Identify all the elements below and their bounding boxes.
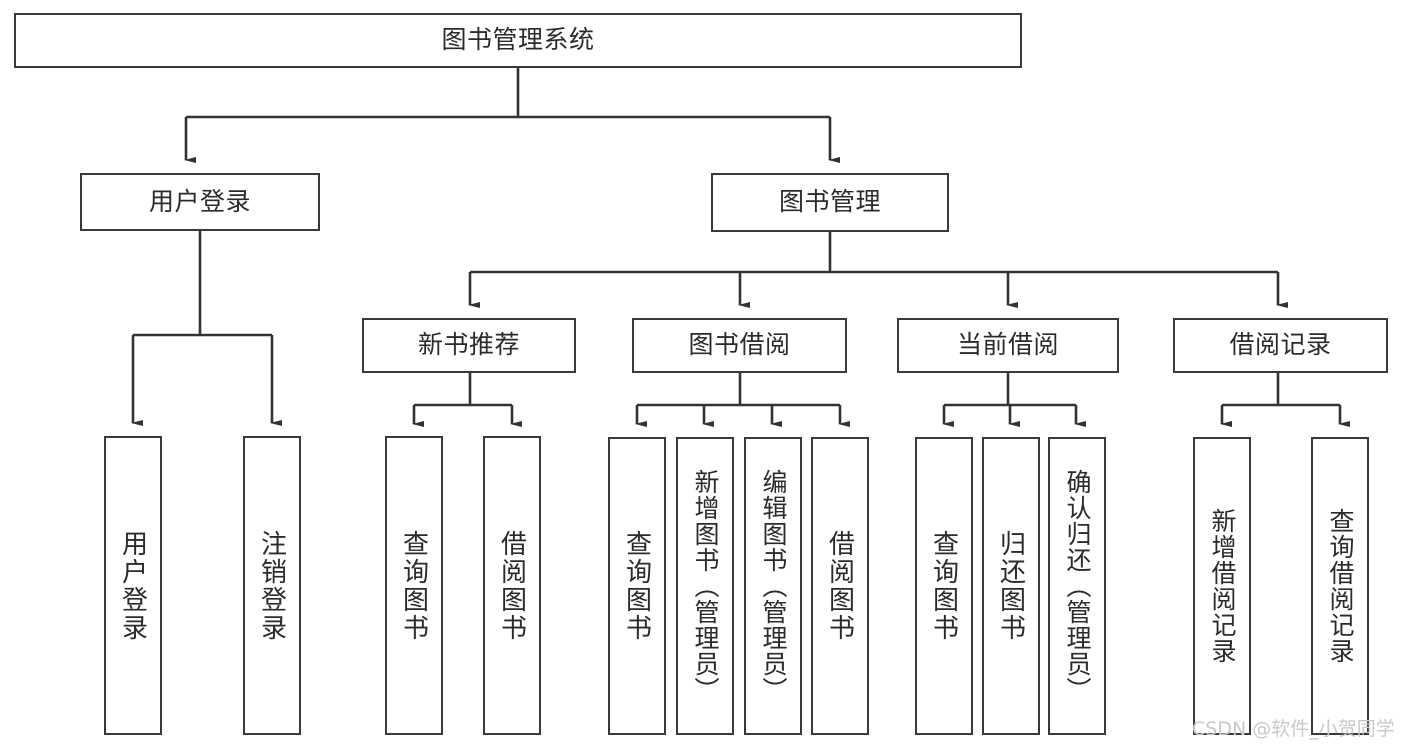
node-label: 新增借阅记录 bbox=[1208, 508, 1236, 664]
leaf-query-book-recommend[interactable]: 查询图书 bbox=[385, 436, 443, 735]
node-label: 借阅记录 bbox=[1229, 331, 1332, 359]
leaf-confirm-return-admin[interactable]: 确认归还（管理员） bbox=[1048, 437, 1106, 735]
node-book-borrow[interactable]: 图书借阅 bbox=[632, 318, 847, 373]
node-label: 图书管理系统 bbox=[441, 26, 595, 54]
node-root-system[interactable]: 图书管理系统 bbox=[14, 13, 1022, 68]
node-label: 新增图书（管理员） bbox=[691, 469, 719, 703]
node-user-login[interactable]: 用户登录 bbox=[80, 173, 320, 231]
node-label: 图书管理 bbox=[778, 188, 881, 216]
node-label: 查询图书 bbox=[929, 530, 960, 642]
node-label: 查询图书 bbox=[622, 530, 653, 642]
leaf-user-login[interactable]: 用户登录 bbox=[104, 436, 162, 735]
csdn-watermark: CSDN @软件_小贺同学 bbox=[1192, 718, 1395, 740]
leaf-query-book-current[interactable]: 查询图书 bbox=[915, 437, 973, 735]
node-label: 新书推荐 bbox=[417, 331, 520, 359]
node-label: 归还图书 bbox=[996, 530, 1027, 642]
node-label: 图书借阅 bbox=[688, 331, 791, 359]
node-book-management[interactable]: 图书管理 bbox=[711, 173, 949, 232]
leaf-query-book-borrow[interactable]: 查询图书 bbox=[608, 437, 666, 735]
node-label: 查询图书 bbox=[399, 529, 430, 642]
node-label: 编辑图书（管理员） bbox=[759, 469, 787, 703]
leaf-borrow-book-recommend[interactable]: 借阅图书 bbox=[483, 436, 541, 735]
node-label: 注销登录 bbox=[257, 529, 288, 642]
node-new-book-recommend[interactable]: 新书推荐 bbox=[362, 318, 576, 373]
node-label: 查询借阅记录 bbox=[1326, 508, 1354, 664]
node-label: 当前借阅 bbox=[956, 331, 1059, 359]
leaf-query-borrow-record[interactable]: 查询借阅记录 bbox=[1311, 437, 1369, 735]
leaf-add-book-admin[interactable]: 新增图书（管理员） bbox=[676, 437, 734, 735]
leaf-edit-book-admin[interactable]: 编辑图书（管理员） bbox=[744, 437, 802, 735]
node-current-borrow[interactable]: 当前借阅 bbox=[897, 318, 1119, 373]
leaf-borrow-book[interactable]: 借阅图书 bbox=[811, 437, 869, 735]
node-label: 借阅图书 bbox=[497, 529, 528, 642]
node-label: 借阅图书 bbox=[825, 530, 856, 642]
leaf-logout-login[interactable]: 注销登录 bbox=[243, 436, 301, 735]
node-label: 用户登录 bbox=[148, 187, 251, 216]
leaf-return-book[interactable]: 归还图书 bbox=[982, 437, 1040, 735]
node-label: 用户登录 bbox=[118, 529, 149, 642]
leaf-add-borrow-record[interactable]: 新增借阅记录 bbox=[1193, 437, 1251, 735]
node-borrow-records[interactable]: 借阅记录 bbox=[1173, 318, 1388, 373]
node-label: 确认归还（管理员） bbox=[1063, 469, 1091, 703]
